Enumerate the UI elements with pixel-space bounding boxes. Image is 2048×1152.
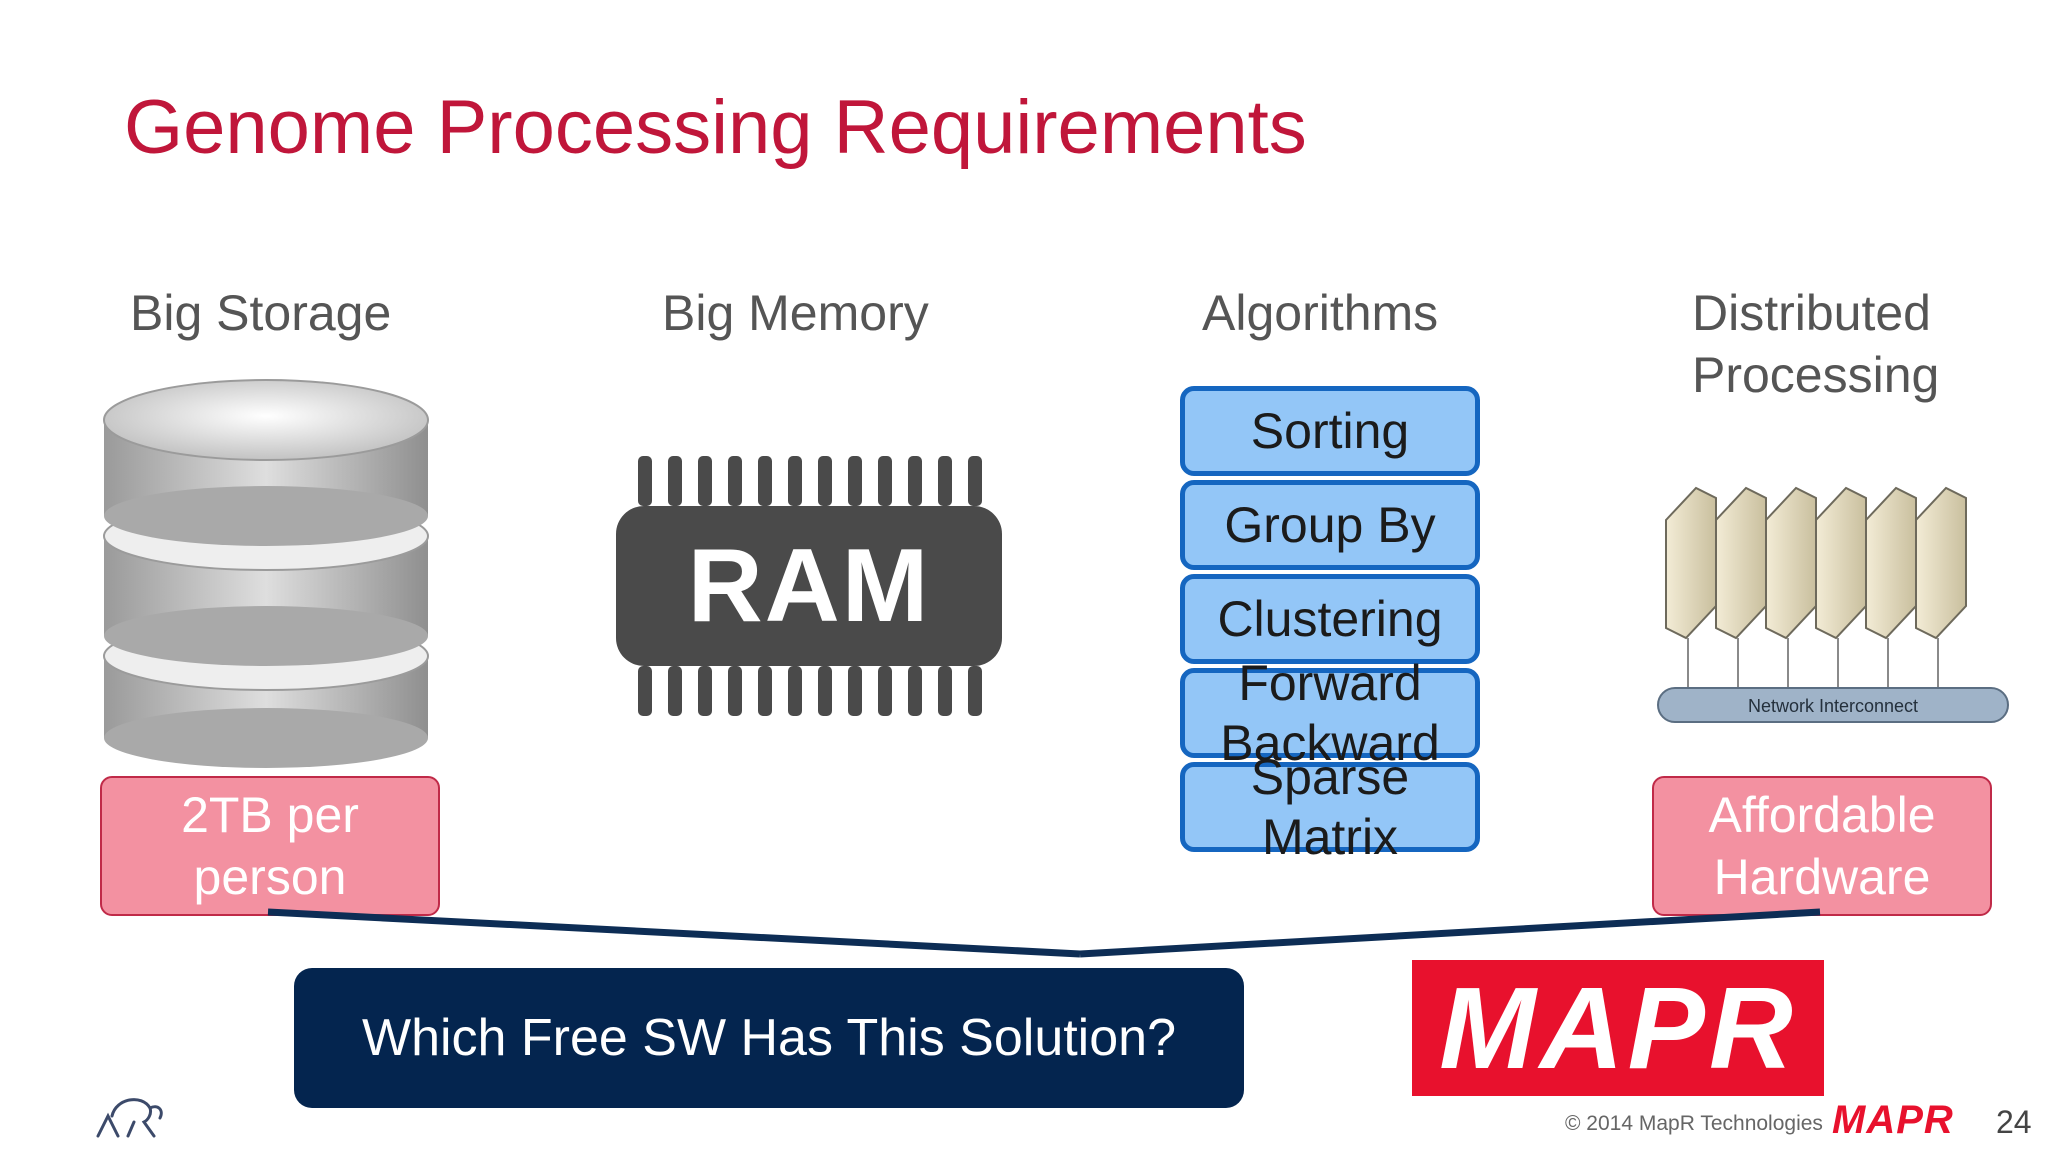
algorithm-sorting: Sorting: [1180, 386, 1480, 476]
heading-distributed-line-2: Processing: [1692, 347, 1940, 403]
storage-note-line-2: person: [193, 849, 347, 905]
mapr-logo-text: MAPR: [1439, 963, 1797, 1093]
mapr-logo-small: MAPR: [1832, 1098, 1954, 1142]
distributed-note-line-2: Hardware: [1713, 849, 1931, 905]
heading-algorithms: Algorithms: [1202, 285, 1439, 341]
heading-distributed-processing: Distributed Processing: [1692, 282, 1939, 406]
heading-distributed-line-1: Distributed: [1692, 285, 1931, 341]
footer-copyright: © 2014 MapR Technologies: [1565, 1112, 1823, 1135]
page-number: 24: [1996, 1104, 2032, 1140]
heading-big-storage: Big Storage: [130, 285, 392, 341]
algorithm-group-by: Group By: [1180, 480, 1480, 570]
distributed-note-line-1: Affordable: [1708, 787, 1936, 843]
server-cluster-icon: Network Interconnect: [1657, 486, 2009, 723]
network-interconnect-label: Network Interconnect: [1748, 696, 1918, 716]
storage-note-line-1: 2TB per: [181, 787, 359, 843]
ram-chip-label: RAM: [687, 527, 931, 644]
algorithm-clustering: Clustering: [1180, 574, 1480, 664]
storage-disks-icon: [103, 379, 429, 768]
distributed-note: Affordable Hardware: [1652, 776, 1992, 916]
ram-chip-icon: RAM: [616, 456, 1002, 716]
ram-chip-shape: [616, 456, 1002, 716]
slide-title: Genome Processing Requirements: [124, 85, 1307, 170]
heading-big-memory: Big Memory: [662, 285, 929, 341]
question-callout: Which Free SW Has This Solution?: [294, 968, 1244, 1108]
mapr-logo-large: MAPR: [1412, 960, 1824, 1096]
elephant-logo-icon: [96, 1098, 163, 1138]
